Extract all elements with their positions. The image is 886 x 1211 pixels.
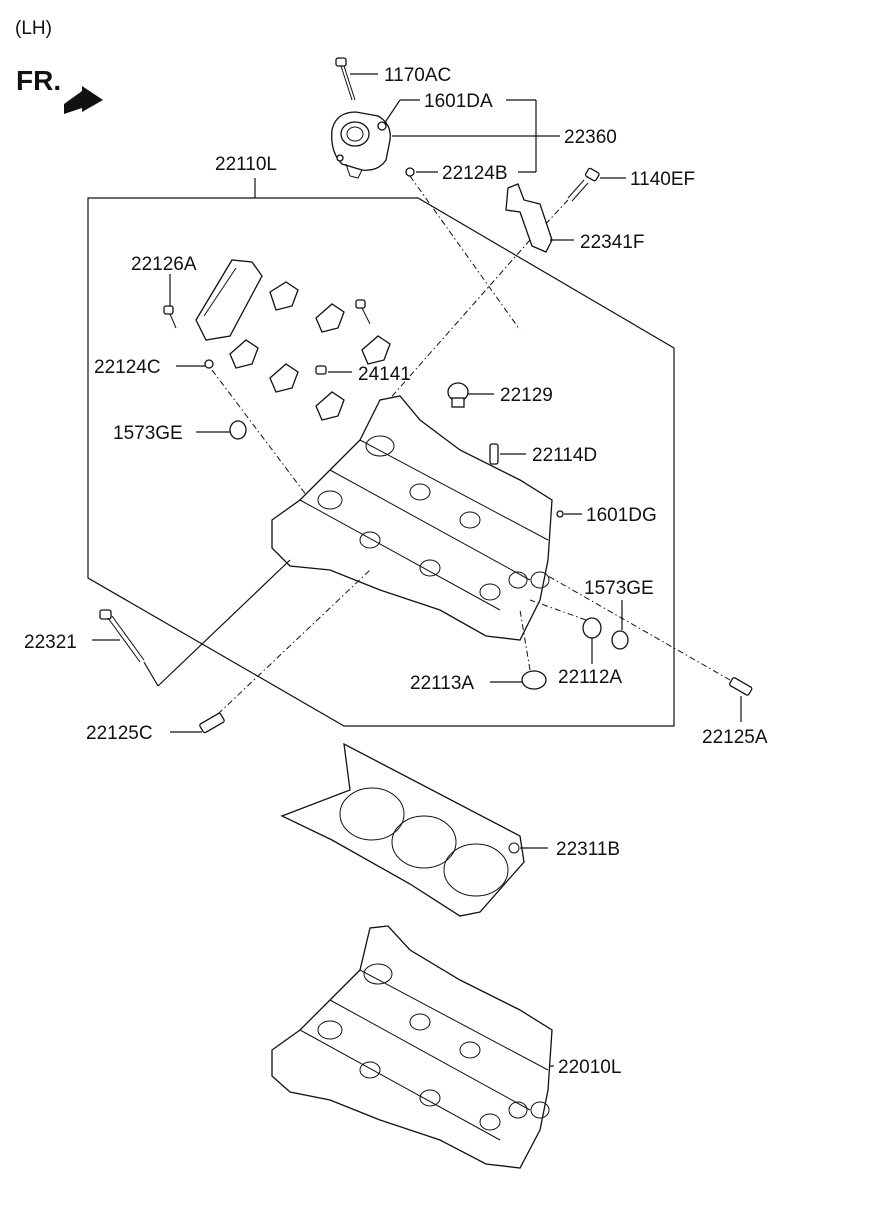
seal-1573GE-upper — [196, 420, 247, 440]
label-22125C: 22125C — [86, 723, 153, 744]
label-22124C: 22124C — [94, 357, 161, 378]
bolt-22321 — [92, 559, 291, 687]
label-1573GE-lower: 1573GE — [584, 578, 654, 599]
bolt-1140EF — [539, 167, 626, 231]
ring-22112A — [529, 599, 602, 664]
label-24141: 24141 — [358, 364, 411, 385]
bearing-caps — [195, 259, 391, 421]
cylinder-head-22010L — [271, 925, 554, 1169]
label-1601DG: 1601DG — [586, 505, 657, 526]
label-22311B: 22311B — [556, 839, 620, 860]
label-22112A: 22112A — [558, 667, 622, 688]
dowel-1601DG — [556, 510, 582, 518]
assembly-frame — [87, 197, 675, 727]
label-1573GE-upper: 1573GE — [113, 423, 183, 444]
front-indicator: FR. — [16, 65, 103, 114]
dowel-22124C — [176, 359, 311, 501]
label-22360: 22360 — [564, 127, 617, 148]
label-1170AC: 1170AC — [384, 65, 451, 86]
leaders-top — [383, 99, 560, 331]
bolts-22126A — [163, 274, 371, 329]
label-22010L: 22010L — [558, 1057, 621, 1078]
label-22321: 22321 — [24, 632, 77, 653]
label-22126A: 22126A — [131, 254, 197, 275]
label-22124B: 22124B — [442, 163, 508, 184]
front-label: FR. — [16, 65, 61, 96]
label-22114D: 22114D — [532, 445, 597, 466]
label-22110L: 22110L — [215, 154, 277, 175]
stud-22125A — [547, 575, 753, 722]
label-1601DA: 1601DA — [424, 91, 493, 112]
cylinder-head-assembly — [271, 395, 553, 641]
bracket-22341F — [379, 183, 574, 411]
stud-22125C — [170, 569, 371, 734]
front-arrow-icon — [64, 86, 103, 114]
label-1140EF: 1140EF — [630, 169, 695, 190]
housing-22360 — [331, 111, 391, 179]
guide-22114D — [489, 443, 526, 465]
label-22125A: 22125A — [702, 727, 768, 748]
gasket-22311B — [280, 742, 548, 917]
plug-22129 — [447, 382, 494, 408]
bolt-1170AC — [335, 57, 378, 101]
ring-22113A — [490, 609, 547, 690]
seal-1573GE-lower — [611, 600, 629, 650]
pin-24141 — [315, 365, 352, 375]
label-22129: 22129 — [500, 385, 553, 406]
label-22341F: 22341F — [580, 232, 644, 253]
label-22113A: 22113A — [410, 673, 474, 694]
side-label: (LH) — [15, 18, 52, 39]
